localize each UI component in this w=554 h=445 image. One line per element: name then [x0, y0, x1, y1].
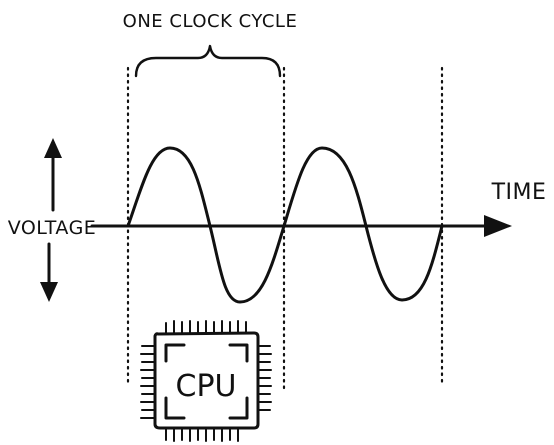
- cpu-chip-icon: [140, 320, 272, 442]
- cycle-brace: [134, 44, 282, 78]
- voltage-down-arrow-icon: [40, 282, 58, 302]
- clock-waveform: [126, 146, 444, 304]
- time-label: TIME: [491, 180, 547, 205]
- cycle-label: ONE CLOCK CYCLE: [123, 11, 298, 32]
- cpu-label: CPU: [176, 369, 237, 404]
- time-axis-arrowhead: [484, 215, 512, 237]
- voltage-up-arrow-icon: [44, 138, 62, 158]
- voltage-label: VOLTAGE: [8, 217, 97, 239]
